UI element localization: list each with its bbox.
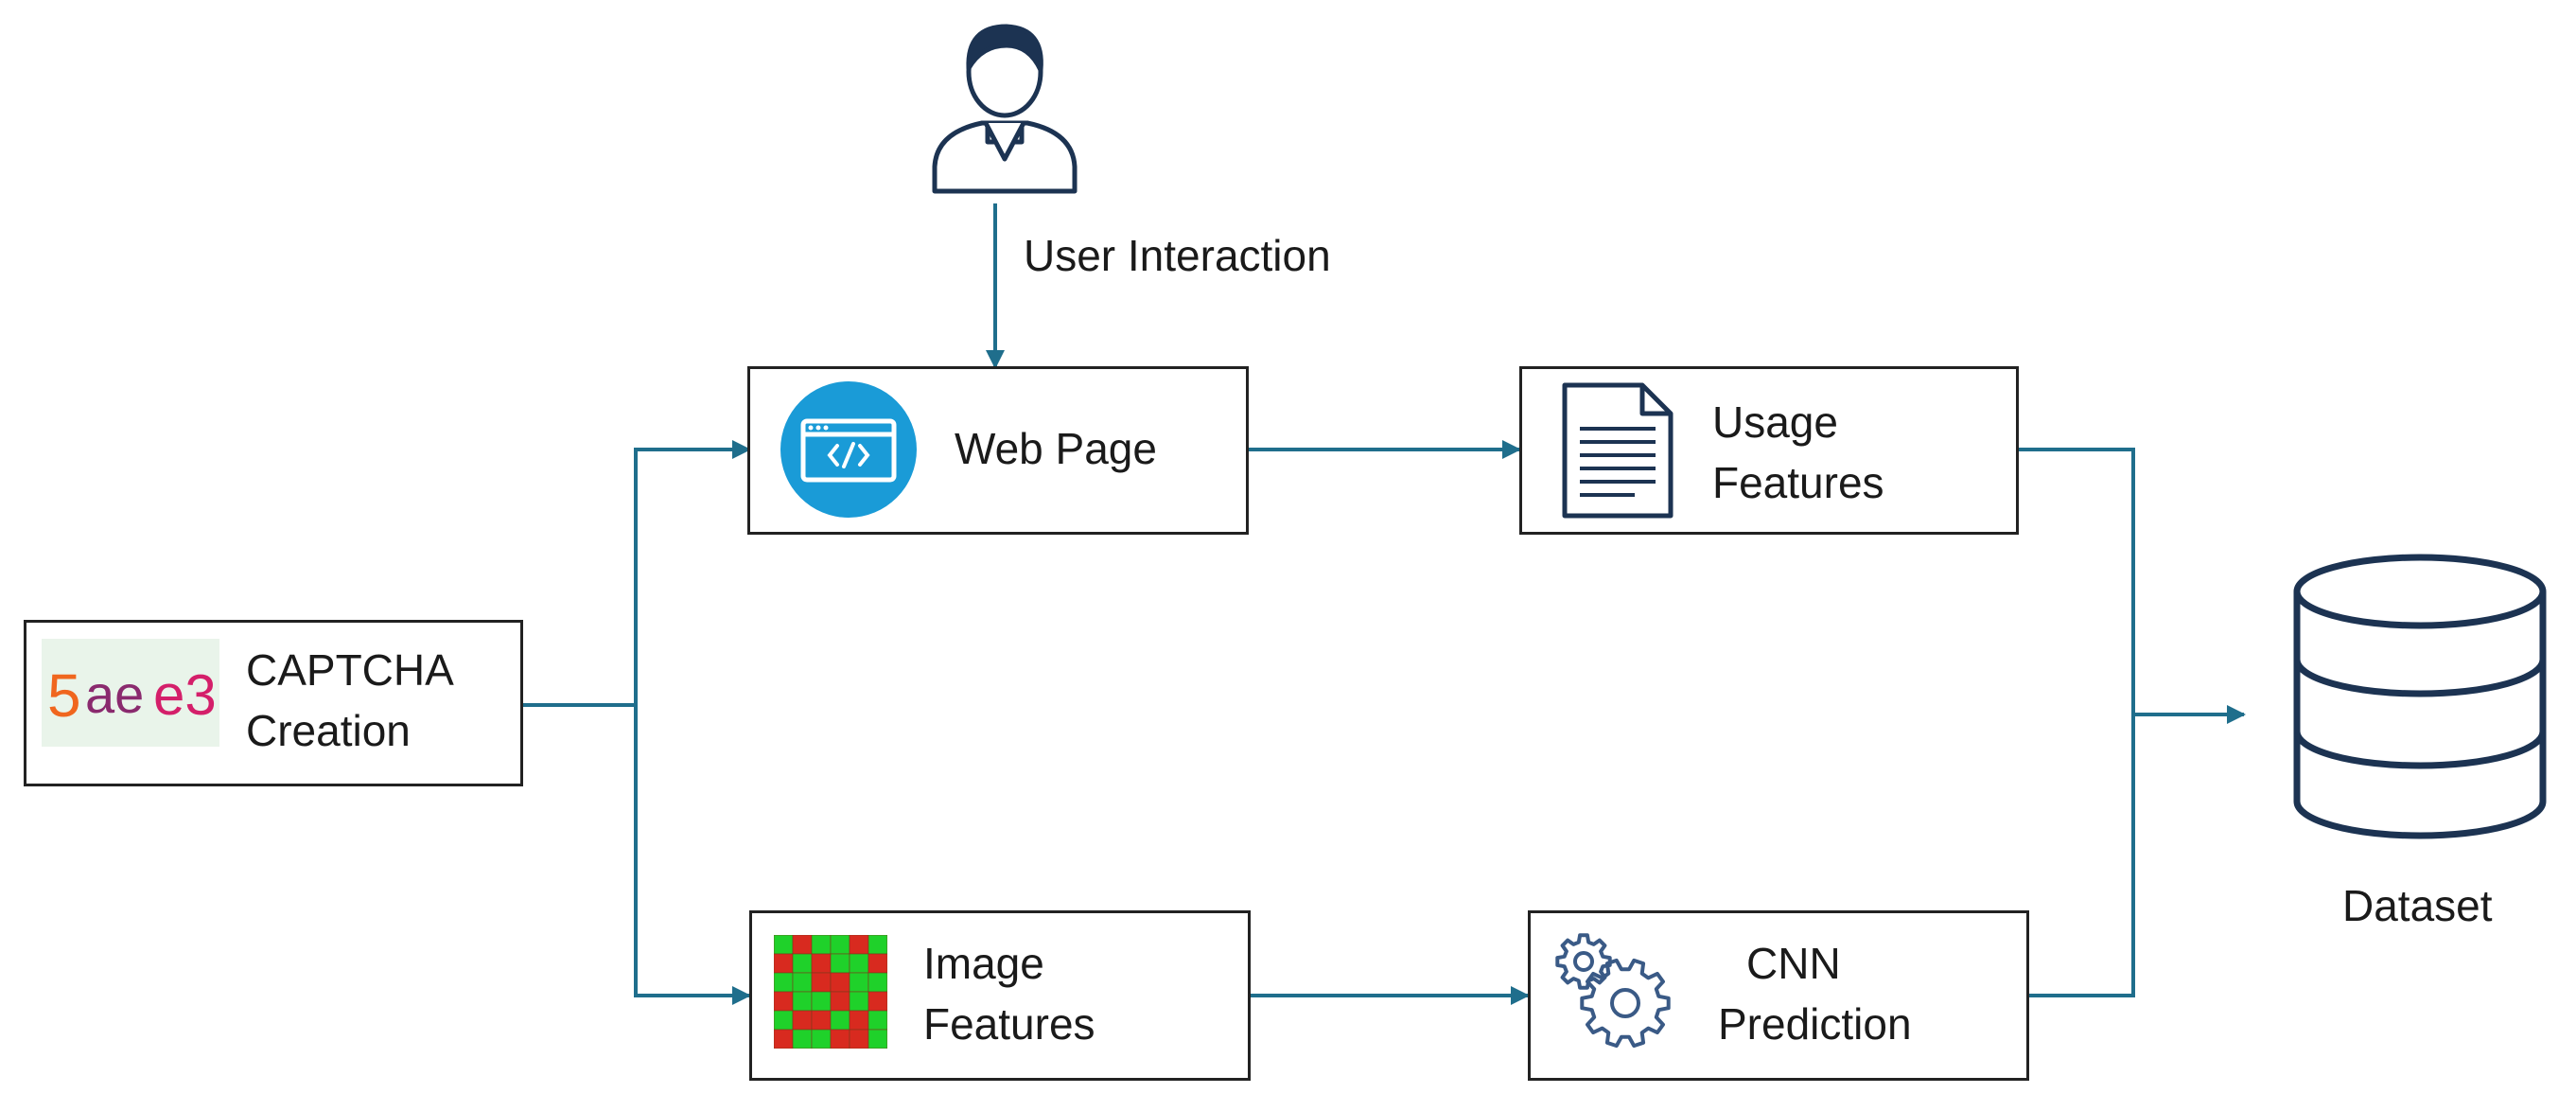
captcha-text: 5 ae e3	[47, 661, 217, 730]
line-usage-to-merge	[2019, 448, 2135, 714]
web-page-label: Web Page	[955, 424, 1157, 473]
heatmap-grid	[773, 934, 888, 1049]
captcha-creation-label: CAPTCHA Creation	[246, 645, 454, 755]
captcha-char-3: e3	[153, 663, 217, 727]
document-icon	[1562, 382, 1674, 519]
captcha-image-icon: 5 ae e3	[42, 639, 219, 747]
arrow-split-to-webpage	[634, 440, 751, 705]
heatmap-grid-icon	[773, 934, 888, 1049]
image-features-label: Image Features	[923, 939, 1095, 1049]
user-icon	[932, 24, 1078, 194]
user-interaction-label: User Interaction	[1024, 231, 1331, 280]
usage-features-label: Usage Features	[1712, 397, 1884, 507]
cnn-prediction-node	[1528, 910, 2029, 1081]
cnn-prediction-label: CNN Prediction	[1718, 939, 1912, 1049]
arrow-split-to-image-features	[634, 705, 751, 1005]
gears-icon	[1555, 933, 1671, 1049]
line-cnn-to-merge	[2028, 714, 2135, 997]
dataset-label: Dataset	[2342, 881, 2493, 930]
captcha-char-2: ae	[85, 664, 144, 724]
database-icon	[2293, 554, 2547, 839]
captcha-char-1: 5	[47, 661, 81, 730]
web-code-icon	[780, 381, 917, 518]
